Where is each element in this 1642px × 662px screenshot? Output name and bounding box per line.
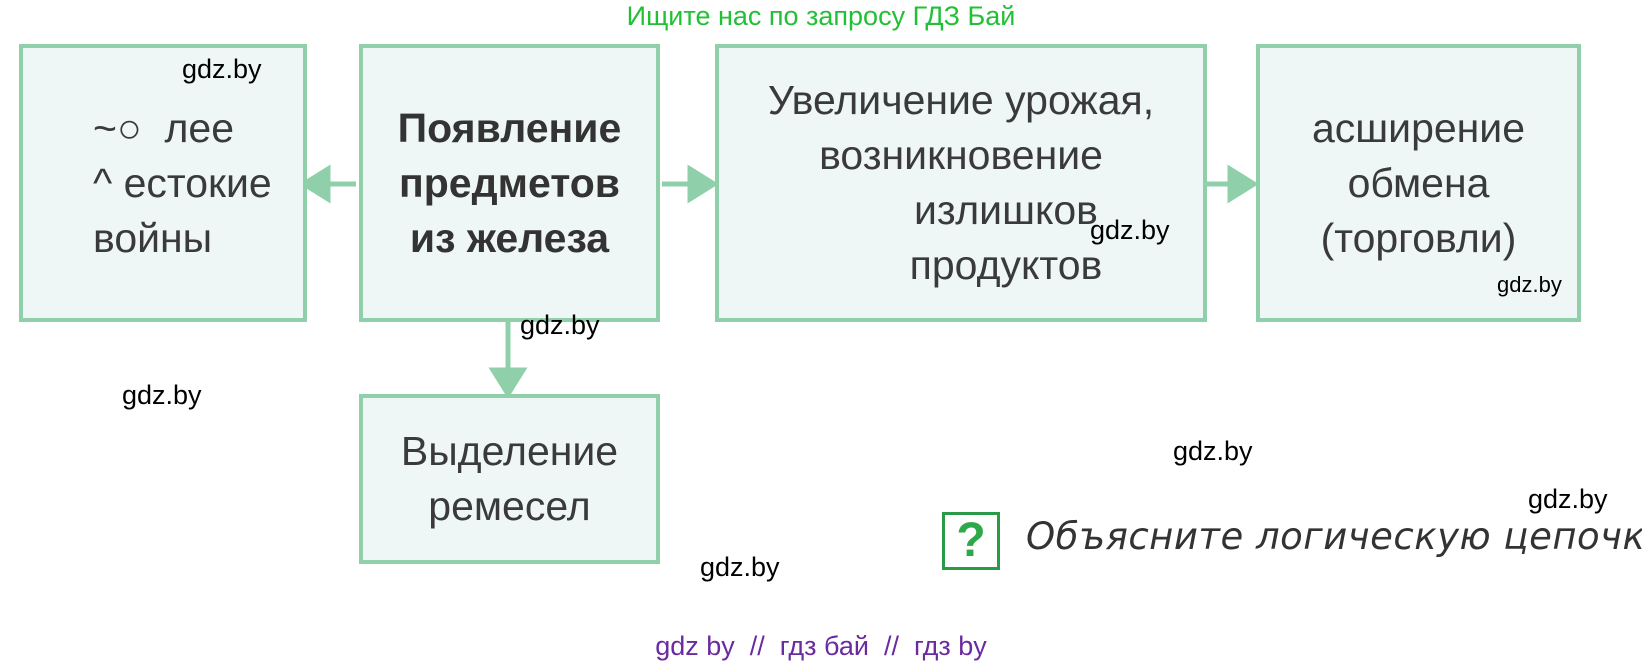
box-wars-line-3: войны xyxy=(93,214,213,261)
box-wars-line-1: ~○ лее xyxy=(93,104,235,151)
box-wars: ~○ лее ^ естокие войны xyxy=(19,44,307,322)
box-harvest-line-3: излишков xyxy=(914,187,1098,233)
watermark: gdz.by xyxy=(1173,436,1253,466)
watermark: gdz.by xyxy=(700,552,780,582)
box-exchange: асширение обмена (торговли) xyxy=(1256,44,1581,322)
bottom-banner[interactable]: gdz by // гдз бай // гдз by xyxy=(655,631,987,661)
box-exchange-line-3: (торговли) xyxy=(1320,214,1517,261)
watermark: gdz.by xyxy=(520,310,600,340)
box-harvest: Увеличение урожая, возникновение излишко… xyxy=(715,44,1207,322)
arrow-harvest-to-exchange-head xyxy=(1227,164,1259,204)
box-exchange-line-1: асширение xyxy=(1311,104,1526,151)
box-harvest-line-4: продуктов xyxy=(909,242,1103,288)
box-harvest-line-2: возникновение xyxy=(819,132,1103,178)
arrow-iron-to-harvest-head xyxy=(687,164,719,204)
box-crafts-line-1: Выделение xyxy=(400,428,619,474)
box-iron-line-2: предметов xyxy=(398,159,620,206)
question-text: Объясните логическую цепочку. xyxy=(1026,515,1642,558)
arrow-iron-to-wars-head xyxy=(299,164,331,204)
watermark: gdz.by xyxy=(1090,215,1170,245)
watermark: gdz.by xyxy=(122,380,202,410)
watermark: gdz.by xyxy=(182,54,262,84)
box-iron: Появление предметов из железа xyxy=(359,44,660,322)
box-harvest-line-1: Увеличение урожая, xyxy=(767,77,1155,123)
box-iron-line-1: Появление xyxy=(397,104,622,151)
arrow-iron-to-crafts-head xyxy=(488,367,528,399)
box-iron-line-3: из железа xyxy=(409,214,610,261)
box-crafts: Выделение ремесел xyxy=(359,394,660,564)
watermark: gdz.by xyxy=(1528,484,1608,514)
question-mark-icon: ? xyxy=(942,512,1000,570)
box-exchange-line-2: обмена xyxy=(1347,159,1490,206)
box-crafts-line-2: ремесел xyxy=(428,483,591,529)
top-banner[interactable]: Ищите нас по запросу ГДЗ Бай xyxy=(626,1,1016,31)
box-wars-line-2: ^ естокие xyxy=(93,159,272,206)
question-mark-glyph: ? xyxy=(956,514,986,567)
watermark: gdz.by xyxy=(1497,272,1562,297)
